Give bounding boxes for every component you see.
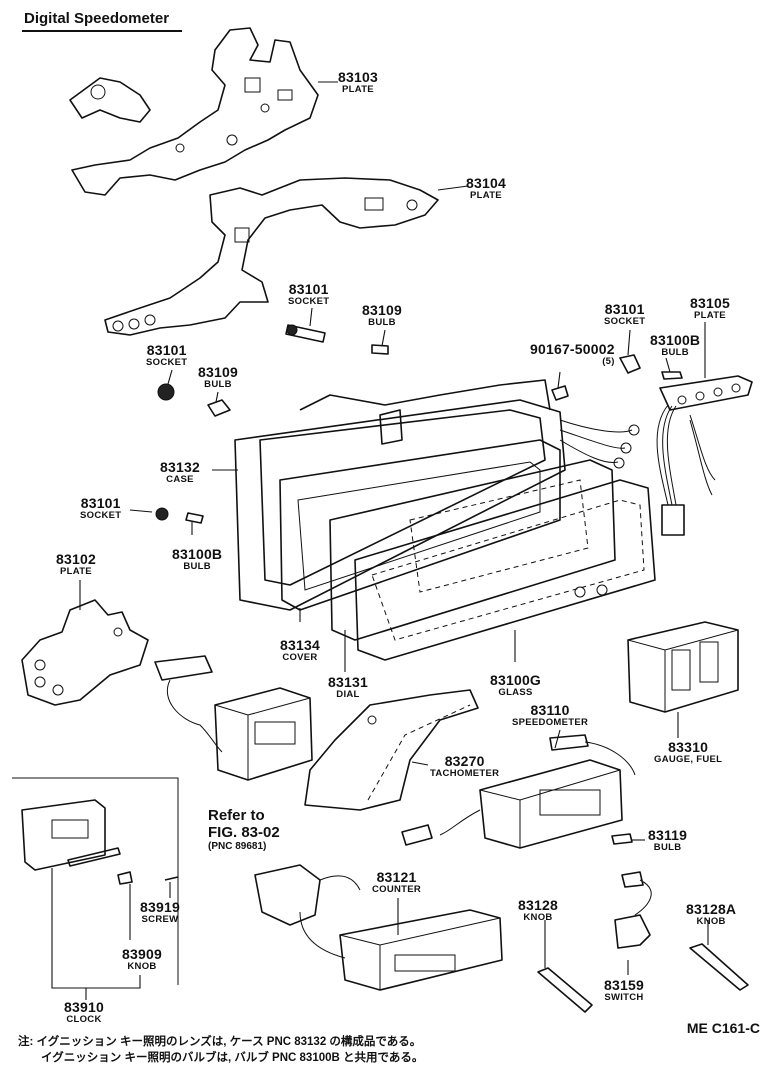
- counter-83121-drawing: [254, 864, 503, 991]
- footnote-line: 注: イグニッション キー照明のレンズは, ケース PNC 83132 の構成品…: [18, 1036, 422, 1048]
- plate-83105-drawing: [656, 375, 753, 536]
- knobs-drawing: [537, 871, 749, 1013]
- diagram-title: Digital Speedometer: [24, 10, 170, 27]
- small-bulbs-and-sockets: [155, 324, 683, 524]
- clock-box-drawing: [12, 777, 179, 989]
- plate-83102-drawing: [21, 599, 149, 706]
- refer-to-figure: Refer to FIG. 83-02 (PNC 89681): [208, 807, 280, 852]
- part-label-90167-50002: 90167-50002(5): [530, 341, 615, 367]
- figure-code: ME C161-C: [686, 1020, 760, 1036]
- footnotes: 注: イグニッション キー照明のレンズは, ケース PNC 83132 の構成品…: [18, 1035, 423, 1066]
- gauge-83310-drawing: [627, 621, 739, 738]
- cover-83134-drawing: [279, 439, 561, 611]
- plate-83104-drawing: [104, 177, 439, 336]
- leader-lines: [79, 81, 709, 1000]
- refer-module-drawing: [154, 655, 313, 781]
- title-underline: [22, 30, 182, 32]
- dial-83131-drawing: [329, 459, 616, 641]
- case-83132-drawing: [234, 379, 640, 611]
- footnote-line: イグニッション キー照明のバルブは, バルブ PNC 83100B と共用である…: [18, 1051, 424, 1064]
- glass-83100G-drawing: [354, 479, 656, 662]
- tachometer-83270-drawing: [304, 689, 479, 811]
- plate-83103-drawing: [69, 27, 319, 196]
- speedometer-83110-drawing: [401, 734, 636, 849]
